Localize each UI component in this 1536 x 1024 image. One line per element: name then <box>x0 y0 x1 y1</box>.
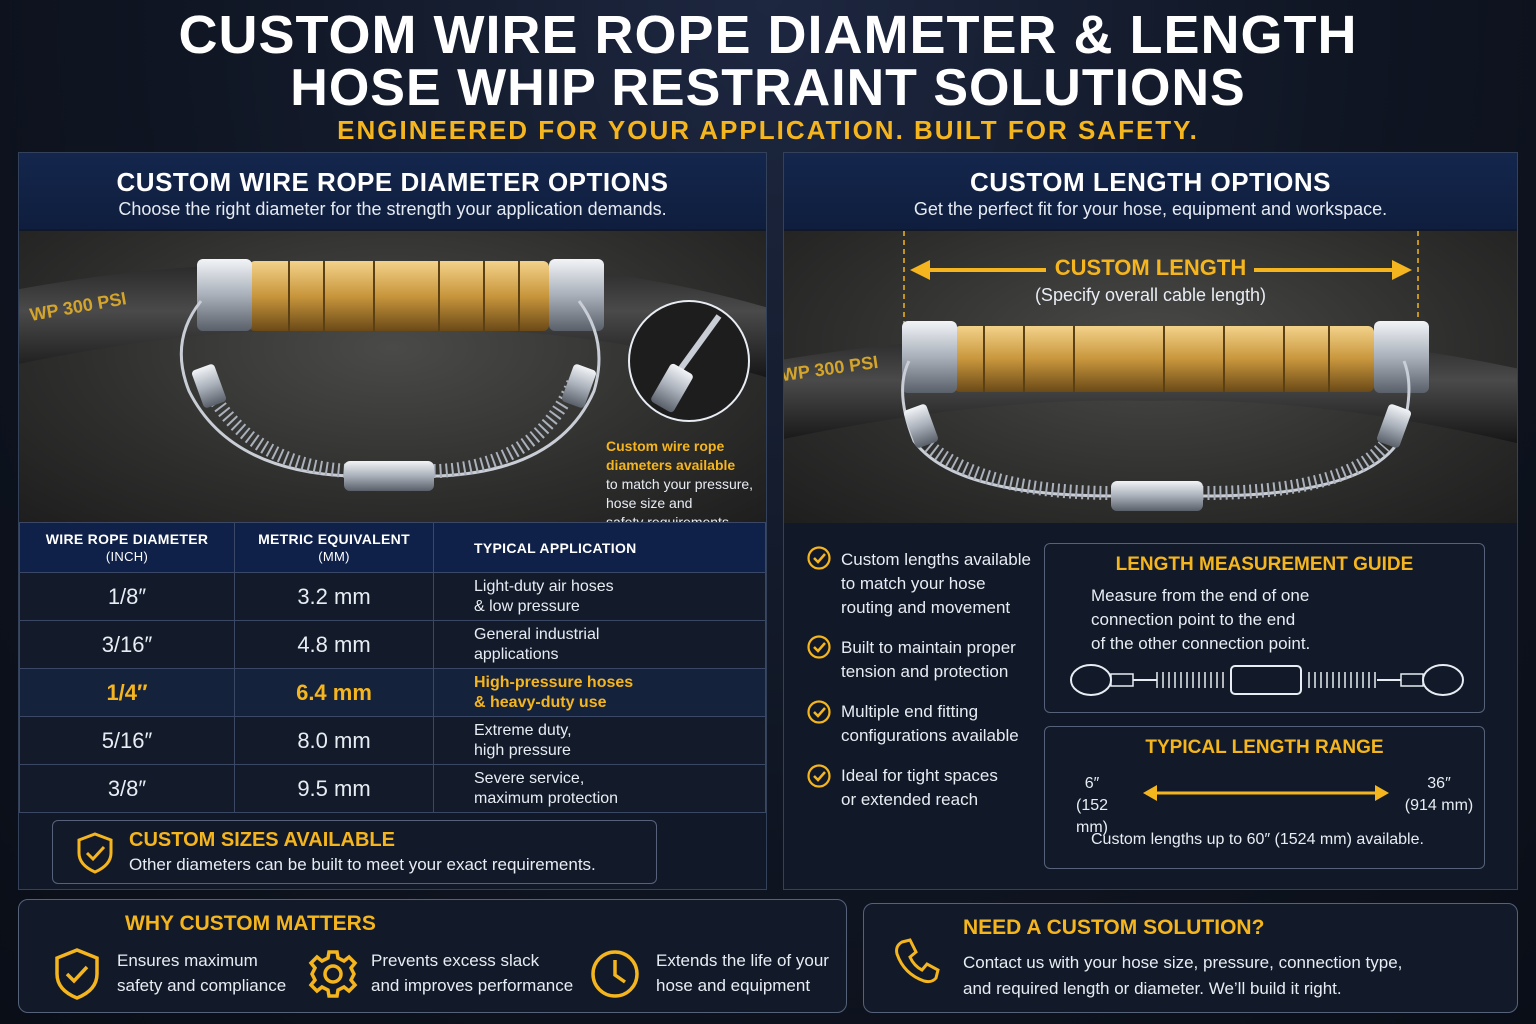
range-note: Custom lengths up to 60″ (1524 mm) avail… <box>1091 831 1424 848</box>
table-header-cell: TYPICAL APPLICATION <box>433 522 766 573</box>
guide-text: Measure from the end of one connection p… <box>1091 586 1311 653</box>
custom-sizes-box: CUSTOM SIZES AVAILABLE Other diameters c… <box>52 820 657 884</box>
dimension-arrow-right <box>1254 260 1412 280</box>
diameter-product-photo: WP 300 PSI Custom wire rope diameters av… <box>19 231 766 523</box>
measurement-guide-box: LENGTH MEASUREMENT GUIDE Measure from th… <box>1044 543 1485 713</box>
length-product-photo: WP 300 PSI CUSTOM LENGTH (Specify overal… <box>784 231 1517 523</box>
dimension-arrow-left <box>910 260 1046 280</box>
diameter-table: WIRE ROPE DIAMETER(INCH) METRIC EQUIVALE… <box>19 522 766 813</box>
check-circle-icon <box>807 635 831 659</box>
cable-diagram-icon <box>1070 664 1464 696</box>
dimension-sublabel: (Specify overall cable length) <box>1034 285 1267 305</box>
page-title-line2: HOSE WHIP RESTRAINT SOLUTIONS <box>290 59 1246 117</box>
cta-body: Contact us with your hose size, pressure… <box>963 953 1403 998</box>
diameter-panel-header: CUSTOM WIRE ROPE DIAMETER OPTIONS Choose… <box>19 153 766 229</box>
cta-title: NEED A CUSTOM SOLUTION? <box>963 916 1265 939</box>
table-header-cell: WIRE ROPE DIAMETER(INCH) <box>19 522 235 573</box>
table-row-highlighted: 1/4″ 6.4 mm High-pressure hoses& heavy-d… <box>19 668 766 717</box>
check-circle-icon <box>807 700 831 724</box>
length-panel-title: CUSTOM LENGTH OPTIONS <box>969 167 1332 197</box>
shield-check-icon <box>77 832 113 874</box>
gear-icon <box>308 950 358 998</box>
why-title: WHY CUSTOM MATTERS <box>125 912 376 935</box>
range-title: TYPICAL LENGTH RANGE <box>1145 737 1384 758</box>
table-row: 3/8″ 9.5 mm Severe service,maximum prote… <box>19 764 766 813</box>
range-min: 6″ (152 mm) <box>1075 775 1109 836</box>
phone-icon <box>895 938 940 984</box>
check-circle-icon <box>807 764 831 788</box>
table-row: 1/8″ 3.2 mm Light-duty air hoses& low pr… <box>19 572 766 621</box>
tagline: ENGINEERED FOR YOUR APPLICATION. BUILT F… <box>337 115 1199 145</box>
table-header-row: WIRE ROPE DIAMETER(INCH) METRIC EQUIVALE… <box>19 522 766 573</box>
hose-whip-length-illustration: WP 300 PSI <box>784 231 1517 511</box>
length-panel-subtitle: Get the perfect fit for your hose, equip… <box>913 199 1388 219</box>
guide-title: LENGTH MEASUREMENT GUIDE <box>1115 554 1414 575</box>
double-arrow-icon <box>1143 785 1389 801</box>
dimension-label: CUSTOM LENGTH <box>1054 255 1247 280</box>
diameter-panel-title: CUSTOM WIRE ROPE DIAMETER OPTIONS <box>116 167 669 197</box>
check-circle-icon <box>807 546 831 570</box>
page-title-line1: CUSTOM WIRE ROPE DIAMETER & LENGTH <box>178 5 1358 65</box>
diameter-panel-subtitle: Choose the right diameter for the streng… <box>118 199 667 219</box>
length-range-box: TYPICAL LENGTH RANGE 6″ (152 mm) 36″ (91… <box>1044 726 1485 869</box>
clock-icon <box>591 950 639 998</box>
length-panel-header: CUSTOM LENGTH OPTIONS Get the perfect fi… <box>784 153 1517 229</box>
diameter-callout: Custom wire rope diameters available to … <box>606 438 754 523</box>
custom-sizes-title: CUSTOM SIZES AVAILABLE <box>129 829 395 851</box>
custom-sizes-body: Other diameters can be built to meet you… <box>129 855 596 874</box>
range-max: 36″ (914 mm) <box>1404 775 1474 814</box>
shield-check-icon <box>55 948 99 1000</box>
table-row: 5/16″ 8.0 mm Extreme duty,high pressure <box>19 716 766 765</box>
cta-box: NEED A CUSTOM SOLUTION? Contact us with … <box>863 903 1518 1013</box>
hose-whip-illustration: WP 300 PSI <box>19 259 766 491</box>
table-header-cell: METRIC EQUIVALENT(MM) <box>234 522 434 573</box>
